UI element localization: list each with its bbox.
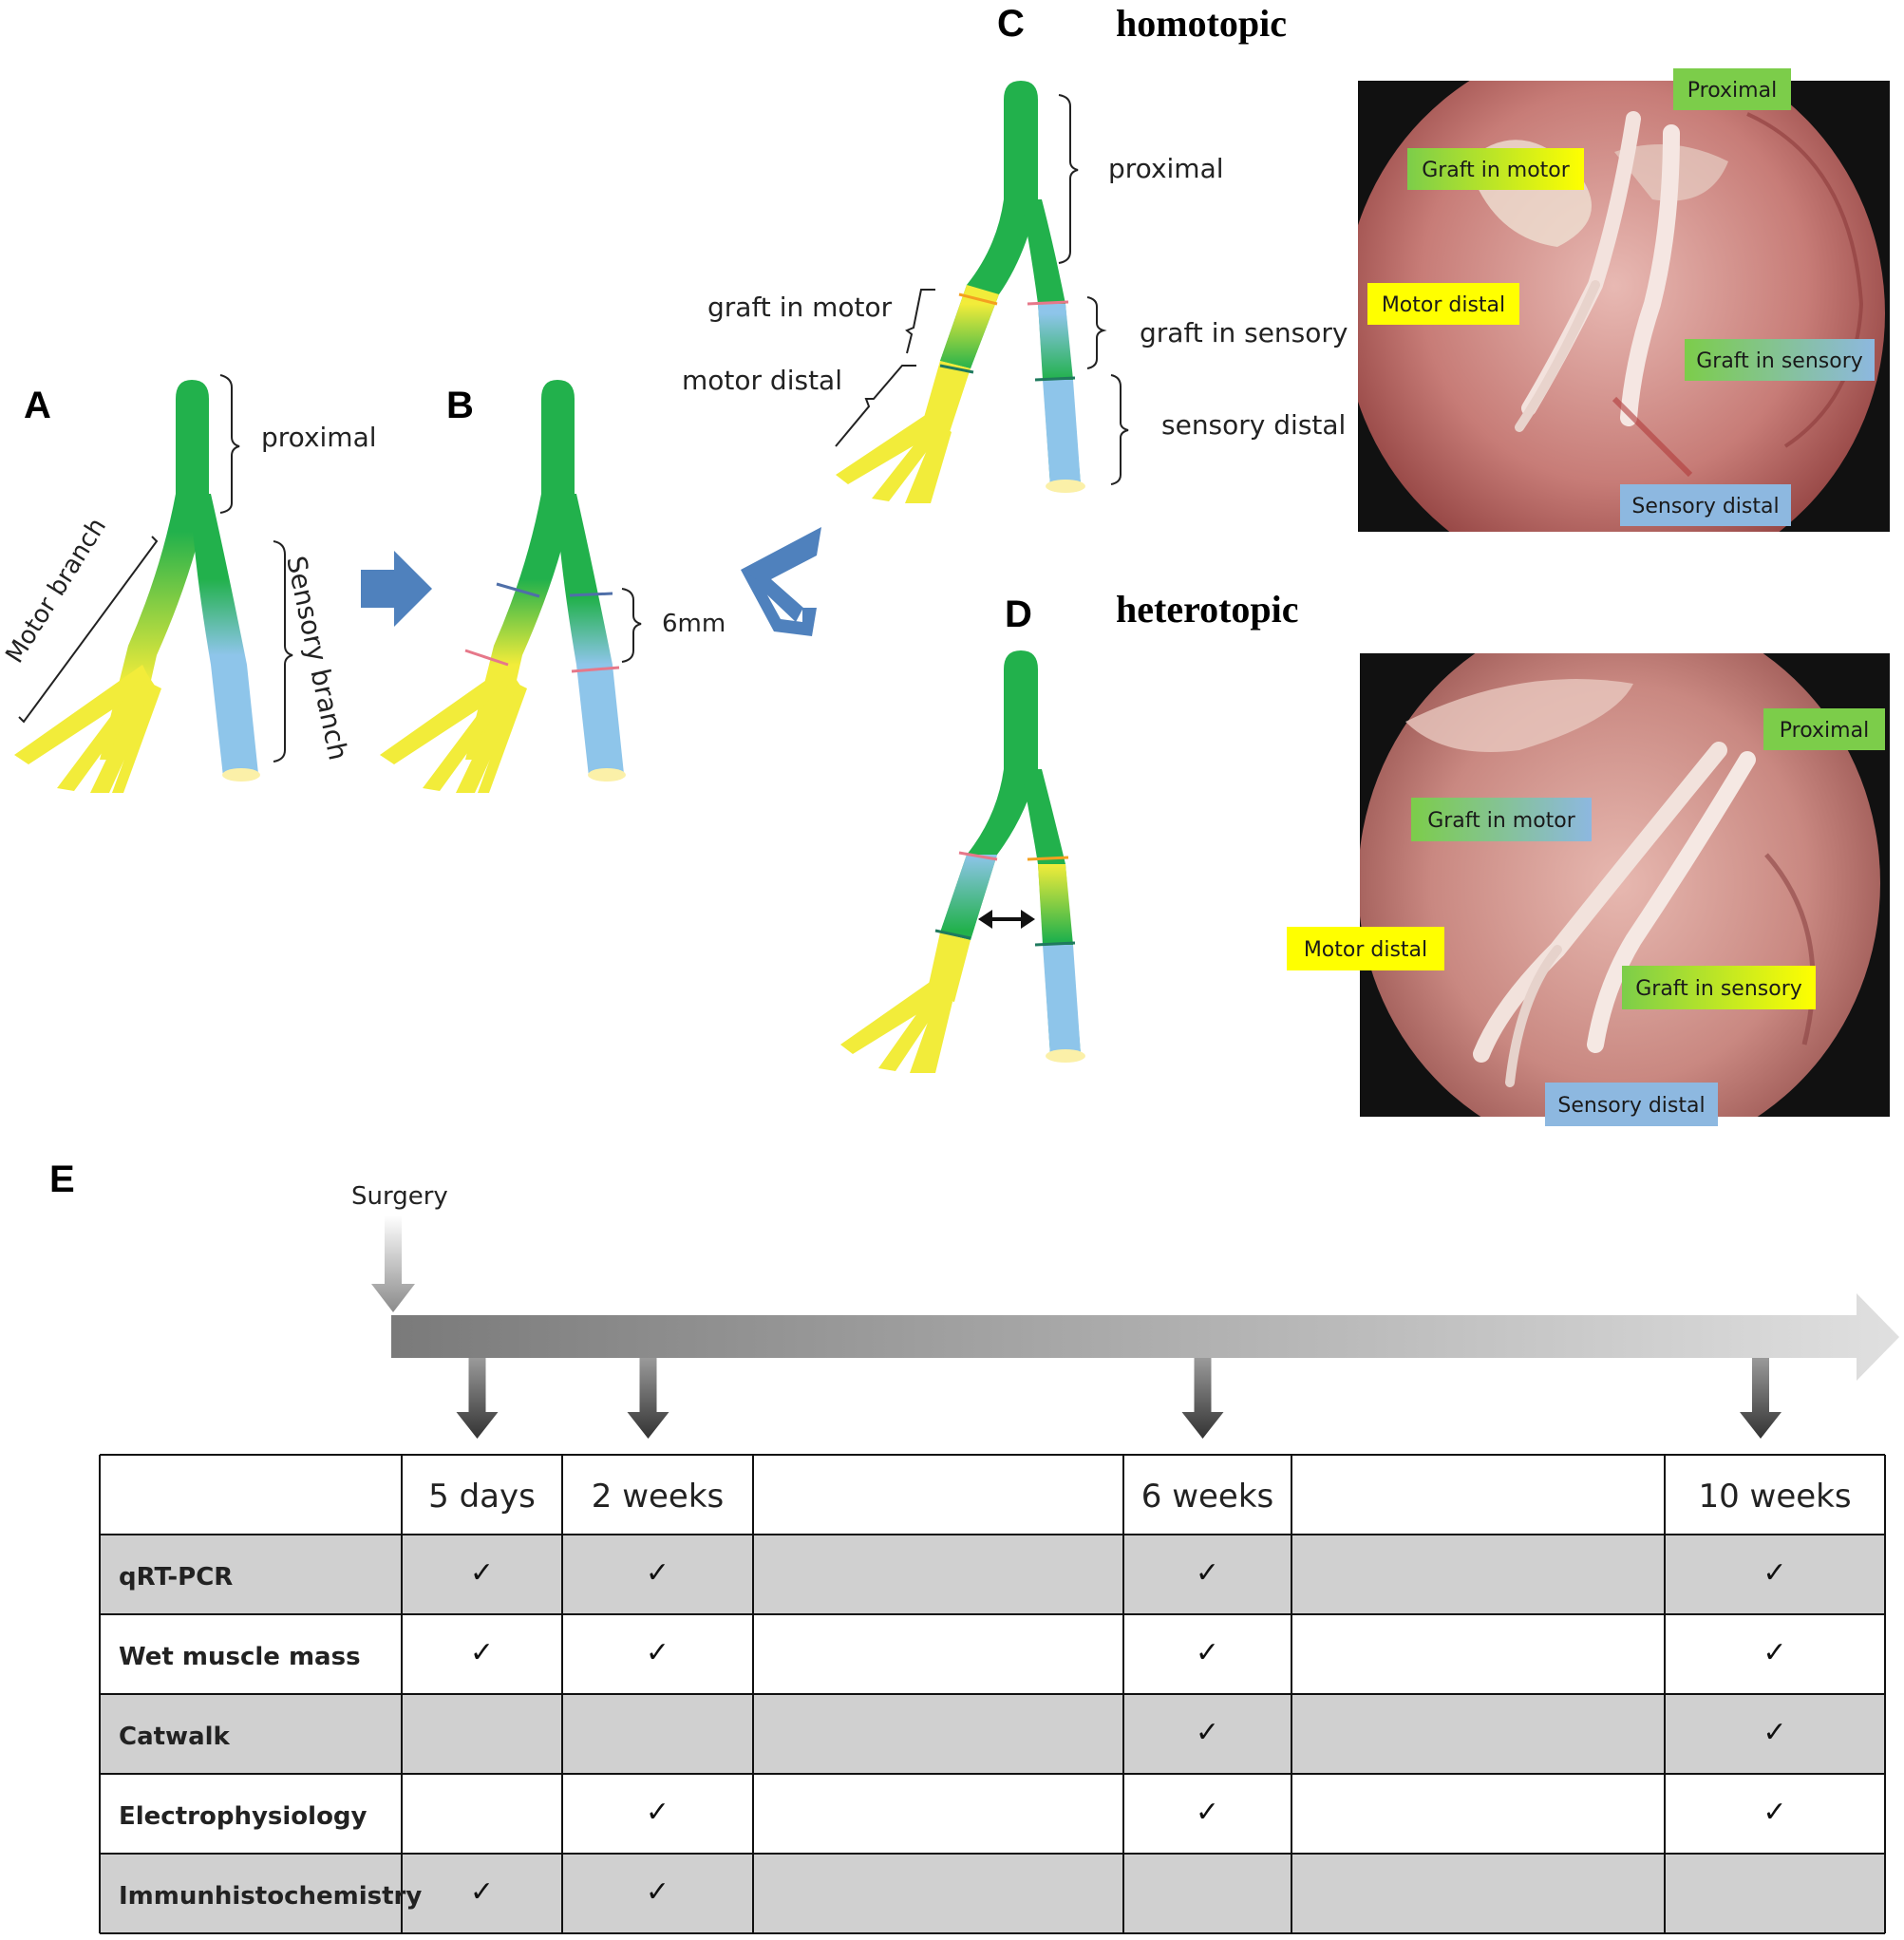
nerve-diagram-b [380,380,626,793]
timepoint-arrow [1181,1358,1224,1439]
check-mark: ✓ [470,1636,494,1669]
photo-d-label-graft-in-sensory: Graft in sensory [1635,977,1802,1001]
table-row [100,1694,1885,1774]
bracket-graft-in-motor-c [905,289,935,354]
label-graft-in-sensory: graft in sensory [1140,317,1348,348]
nerve-diagram-a [14,380,260,793]
nerve-diagram-c [836,81,1085,503]
photo-d-label-motor-distal: Motor distal [1304,938,1427,962]
check-mark: ✓ [1196,1716,1219,1749]
table-row [100,1614,1885,1694]
photo-d-label-graft-in-motor-bg [1411,798,1592,841]
arrow-b-to-c [741,527,821,622]
label-6mm: 6mm [662,610,726,638]
check-mark: ✓ [1763,1556,1786,1590]
label-proximal-a: proximal [261,422,377,453]
check-mark: ✓ [1763,1796,1786,1829]
check-mark: ✓ [646,1796,669,1829]
panel-letter-b: B [446,385,474,426]
check-mark: ✓ [646,1875,669,1909]
photo-d-label-motor-distal-bg [1287,927,1444,970]
column-header: 5 days [428,1478,536,1516]
check-mark: ✓ [470,1556,494,1590]
swap-arrow-d [978,910,1035,929]
bracket-sensory-distal-c [1110,374,1129,485]
photo-d-label-sensory-distal-bg [1545,1083,1718,1126]
check-mark: ✓ [1196,1556,1219,1590]
photo-d-label-proximal-bg [1763,708,1885,750]
bracket-motor-a [18,536,159,724]
column-header: 10 weeks [1698,1478,1851,1516]
photo-c-label-proximal-bg [1673,68,1791,110]
surgery-label: Surgery [351,1182,448,1211]
photo-c-label-sensory-distal: Sensory distal [1631,495,1779,518]
label-proximal-c: proximal [1108,153,1224,184]
bracket-6mm [621,588,642,663]
panel-letter-d: D [1005,593,1032,635]
surgical-photo-heterotopic [1360,653,1890,1117]
photo-d-label-graft-in-sensory-bg [1622,966,1816,1009]
bracket-motor-distal-c [835,365,916,447]
check-mark: ✓ [470,1875,494,1909]
check-mark: ✓ [1763,1716,1786,1749]
label-motor-distal: motor distal [682,365,842,396]
arrow-b-to-d [741,570,817,636]
check-mark: ✓ [1196,1636,1219,1669]
photo-c-label-graft-in-sensory: Graft in sensory [1696,349,1863,373]
table-row [100,1774,1885,1854]
row-label: Immunhistochemistry [119,1882,422,1911]
timepoint-arrow [456,1358,499,1439]
photo-d-label-graft-in-motor: Graft in motor [1427,809,1576,833]
timepoint-arrow [1740,1358,1781,1439]
table-row [100,1854,1885,1933]
photo-c-label-sensory-distal-bg [1620,484,1791,526]
table-row [100,1535,1885,1614]
nerve-diagram-d [840,650,1085,1073]
photo-c-label-proximal: Proximal [1687,79,1777,103]
timepoint-arrow [627,1358,669,1439]
check-mark: ✓ [646,1556,669,1590]
row-label: qRT-PCR [119,1563,233,1592]
panel-letter-a: A [24,385,51,426]
timeline-arrow [391,1293,1899,1381]
heterotopic-title: heterotopic [1116,588,1299,631]
label-graft-in-motor: graft in motor [707,292,893,323]
panel-letter-e: E [49,1158,75,1200]
column-header: 6 weeks [1141,1478,1274,1516]
label-sensory-branch: Sensory branch [280,554,354,763]
panel-letter-c: C [997,3,1025,45]
photo-c-label-motor-distal-bg [1367,283,1519,325]
table-header-row [100,1455,1885,1535]
bracket-graft-in-sensory-c [1086,296,1107,369]
row-label: Catwalk [119,1723,231,1751]
row-label: Wet muscle mass [119,1643,361,1671]
surgery-arrow [371,1215,415,1312]
label-motor-branch: Motor branch [0,513,112,668]
label-sensory-distal: sensory distal [1161,409,1346,441]
column-header: 2 weeks [592,1478,725,1516]
timepoint-arrows [456,1358,1781,1439]
bracket-proximal-c [1058,94,1079,264]
timeline-table: 5 days 2 weeks 6 weeks 10 weeks qRT-PCR ✓ ✓ ✓ ✓ W… [99,1454,1886,1934]
bracket-proximal-a [219,374,240,514]
photo-d-label-proximal: Proximal [1780,719,1869,743]
check-mark: ✓ [646,1636,669,1669]
homotopic-title: homotopic [1116,2,1287,45]
photo-c-label-graft-in-motor: Graft in motor [1422,159,1571,182]
bracket-sensory-a [273,540,293,763]
arrow-a-to-b [361,551,432,627]
check-mark: ✓ [1763,1636,1786,1669]
photo-c-label-motor-distal: Motor distal [1382,293,1505,317]
photo-c-label-graft-in-motor-bg [1407,148,1584,190]
photo-c-label-graft-in-sensory-bg [1685,339,1875,381]
row-label: Electrophysiology [119,1802,368,1831]
check-mark: ✓ [1196,1796,1219,1829]
photo-d-label-sensory-distal: Sensory distal [1557,1094,1705,1118]
